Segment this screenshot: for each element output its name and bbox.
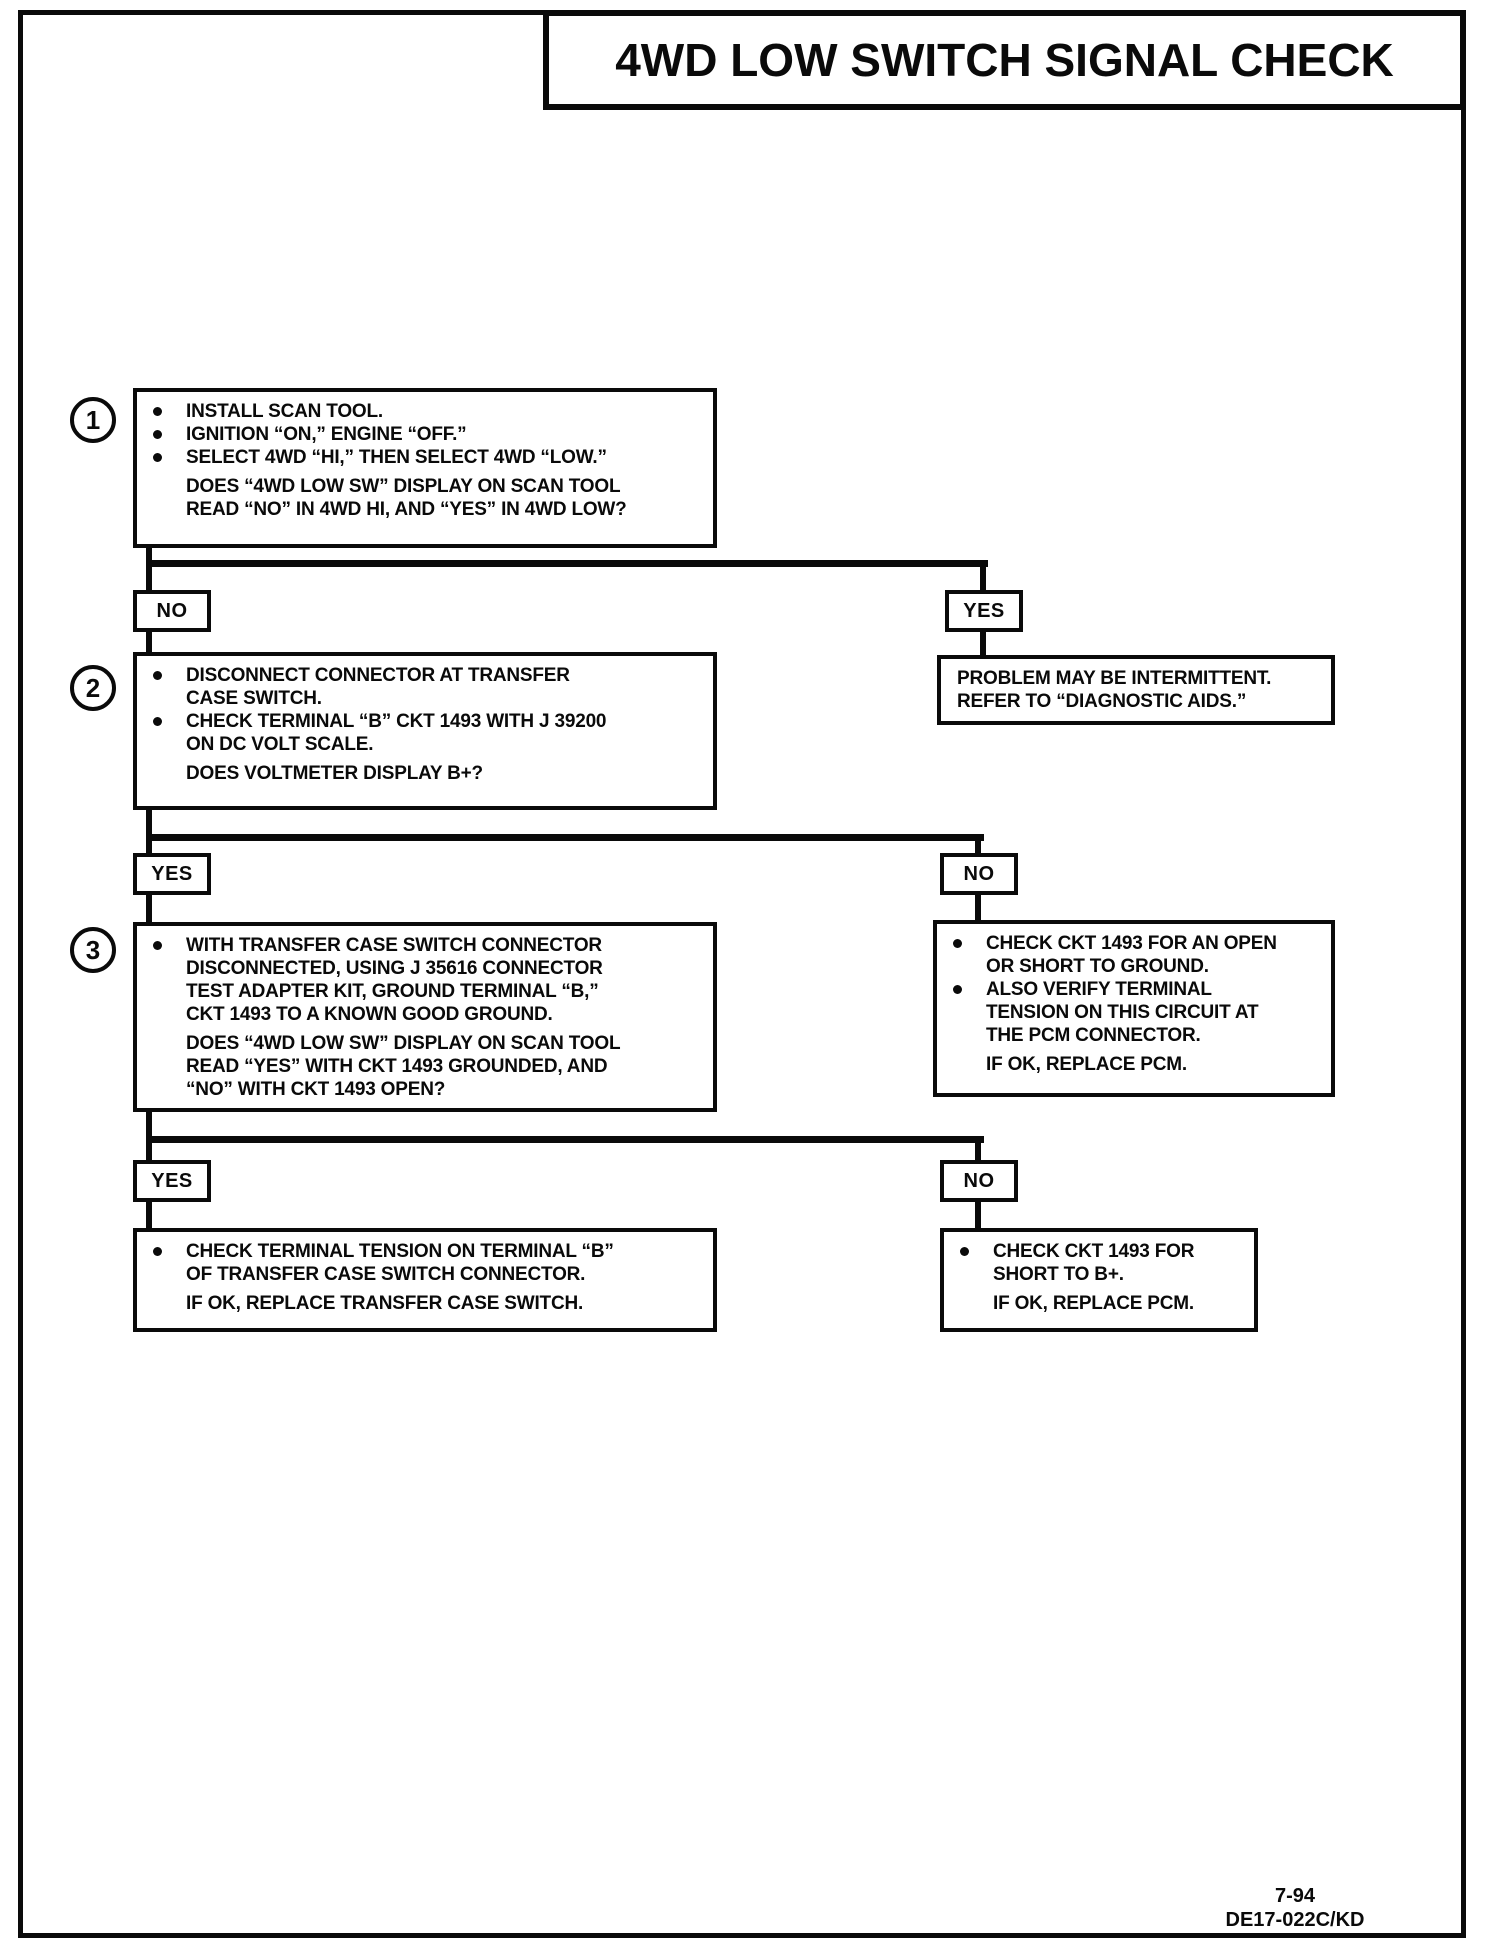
- connector-no2-to-cktopen: [975, 893, 981, 922]
- connector-box1-to-no: [146, 548, 152, 592]
- list-item: CHECK CKT 1493 FOR AN OPEN OR SHORT TO G…: [953, 932, 1319, 978]
- question-text: DOES “4WD LOW SW” DISPLAY ON SCAN TOOL R…: [153, 475, 701, 521]
- box1-question: DOES “4WD LOW SW” DISPLAY ON SCAN TOOL: [186, 476, 621, 497]
- question-text: DOES VOLTMETER DISPLAY B+?: [186, 763, 483, 784]
- step3-number: 3: [85, 934, 101, 965]
- action-box-short-to-b: CHECK CKT 1493 FOR SHORT TO B+. IF OK, R…: [940, 1228, 1258, 1332]
- footer: 7-94 DE17-022C/KD: [1180, 1884, 1410, 1932]
- decision-box-3: WITH TRANSFER CASE SWITCH CONNECTOR DISC…: [133, 922, 717, 1112]
- no-label-2: NO: [940, 853, 1018, 895]
- decision-box-2: DISCONNECT CONNECTOR AT TRANSFER CASE SW…: [133, 652, 717, 810]
- page-title: 4WD LOW SWITCH SIGNAL CHECK: [615, 34, 1394, 86]
- step3-circle: 3: [70, 927, 116, 973]
- bullet-icon: [153, 430, 162, 439]
- connector-rail1-to-yes: [980, 560, 986, 592]
- box1-text: SELECT 4WD “HI,” THEN SELECT 4WD “LOW.”: [186, 447, 607, 468]
- bullet-icon: [953, 985, 962, 994]
- connector-box2-to-yes: [146, 810, 152, 855]
- bullet-icon: [153, 453, 162, 462]
- bullet-icon: [953, 939, 962, 948]
- action-box-intermittent: PROBLEM MAY BE INTERMITTENT. REFER TO “D…: [937, 655, 1335, 725]
- bullet-icon: [153, 717, 162, 726]
- step1-number: 1: [85, 404, 101, 435]
- connector-no3-to-shorttob: [975, 1200, 981, 1228]
- action-text: PROBLEM MAY BE INTERMITTENT. REFER TO “D…: [957, 668, 1272, 712]
- box1-text: INSTALL SCAN TOOL.: [186, 401, 383, 422]
- step1-circle: 1: [70, 397, 116, 443]
- list-item: CHECK CKT 1493 FOR SHORT TO B+.: [960, 1240, 1242, 1286]
- connector-rail-2: [146, 834, 984, 841]
- list-item: ALSO VERIFY TERMINAL TENSION ON THIS CIR…: [953, 978, 1319, 1047]
- no-label-3: NO: [940, 1160, 1018, 1202]
- no-label-1: NO: [133, 590, 211, 632]
- yes-label-3: YES: [133, 1160, 211, 1202]
- connector-no1-to-box2: [146, 630, 152, 654]
- note-text: IF OK, REPLACE PCM.: [986, 1054, 1187, 1075]
- list-item: CHECK TERMINAL “B” CKT 1493 WITH J 39200…: [153, 710, 701, 756]
- connector-rail3-to-no: [975, 1136, 981, 1160]
- list-item: CHECK TERMINAL TENSION ON TERMINAL “B” O…: [153, 1240, 701, 1286]
- bullet-icon: [153, 1247, 162, 1256]
- connector-rail-1: [146, 560, 988, 567]
- note-text: IF OK, REPLACE TRANSFER CASE SWITCH.: [186, 1293, 584, 1314]
- list-item: DISCONNECT CONNECTOR AT TRANSFER CASE SW…: [153, 664, 701, 710]
- list-item: WITH TRANSFER CASE SWITCH CONNECTOR DISC…: [153, 934, 701, 1026]
- decision-box-1: INSTALL SCAN TOOL. IGNITION “ON,” ENGINE…: [133, 388, 717, 548]
- footer-date: 7-94: [1274, 1885, 1316, 1907]
- connector-yes1-to-intermittent: [980, 630, 986, 657]
- list-item: INSTALL SCAN TOOL.: [153, 400, 701, 423]
- action-box-ckt-open: CHECK CKT 1493 FOR AN OPEN OR SHORT TO G…: [933, 920, 1335, 1097]
- note-text: IF OK, REPLACE PCM.: [993, 1293, 1194, 1314]
- connector-yes3-to-terminaltension: [146, 1200, 152, 1228]
- list-item: IGNITION “ON,” ENGINE “OFF.”: [153, 423, 701, 446]
- bullet-icon: [153, 671, 162, 680]
- yes-label-2: YES: [133, 853, 211, 895]
- title-box: 4WD LOW SWITCH SIGNAL CHECK: [543, 10, 1466, 110]
- bullet-icon: [153, 941, 162, 950]
- footer-doc-code: DE17-022C/KD: [1225, 1909, 1365, 1931]
- bullet-icon: [960, 1247, 969, 1256]
- box1-question: READ “NO” IN 4WD HI, AND “YES” IN 4WD LO…: [186, 499, 627, 520]
- step2-number: 2: [85, 672, 101, 703]
- connector-rail-3: [146, 1136, 984, 1143]
- connector-yes2-to-box3: [146, 893, 152, 924]
- question-text: DOES “4WD LOW SW” DISPLAY ON SCAN TOOL R…: [186, 1033, 621, 1100]
- step2-circle: 2: [70, 665, 116, 711]
- connector-rail2-to-no: [975, 834, 981, 855]
- list-item: SELECT 4WD “HI,” THEN SELECT 4WD “LOW.”: [153, 446, 701, 469]
- box1-text: IGNITION “ON,” ENGINE “OFF.”: [186, 424, 467, 445]
- yes-label-1: YES: [945, 590, 1023, 632]
- action-box-terminal-tension: CHECK TERMINAL TENSION ON TERMINAL “B” O…: [133, 1228, 717, 1332]
- bullet-icon: [153, 407, 162, 416]
